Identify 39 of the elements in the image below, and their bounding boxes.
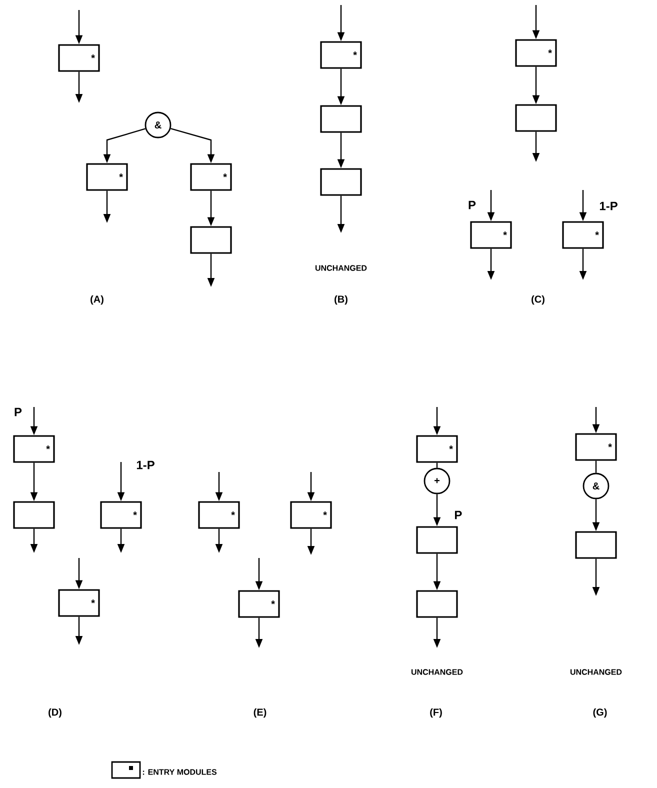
edge-label: P (455, 510, 462, 520)
entry-module-box: * (470, 221, 512, 249)
entry-module-box: * (100, 501, 142, 529)
module-box (416, 590, 458, 618)
panel-label: (G) (593, 708, 607, 718)
legend-text: : ENTRY MODULES (142, 769, 217, 775)
panel-label: (D) (48, 708, 62, 718)
edge-label: P (468, 200, 476, 210)
entry-module-box: * (575, 433, 617, 461)
entry-module-box: * (290, 501, 332, 529)
module-box (416, 526, 458, 554)
module-box (320, 168, 362, 196)
caption-text: UNCHANGED (412, 669, 463, 675)
module-box (515, 104, 557, 132)
entry-module-box: * (562, 221, 604, 249)
module-box (13, 501, 55, 529)
module-box (575, 531, 617, 559)
panel-label: (A) (90, 295, 104, 305)
entry-module-box: * (13, 435, 55, 463)
entry-module-box: * (58, 44, 100, 72)
entry-module-box: * (238, 590, 280, 618)
entry-module-box: * (416, 435, 458, 463)
entry-module-box: * (320, 41, 362, 69)
panel-label: (F) (430, 708, 442, 718)
entry-module-box: * (190, 163, 232, 191)
entry-module-box: * (86, 163, 128, 191)
module-box (190, 226, 232, 254)
module-box (320, 105, 362, 133)
edge-label: 1-P (136, 460, 154, 470)
edge-label: P (14, 408, 22, 416)
edge-label: 1-P (600, 202, 618, 210)
panel-label: (C) (532, 295, 544, 305)
panel-label: (E) (254, 708, 266, 718)
entry-module-box: * (58, 589, 100, 617)
entry-module-box: * (198, 501, 240, 529)
entry-module-box: * (515, 39, 557, 67)
caption-text: UNCHANGED (570, 669, 622, 675)
caption-text: UNCHANGED (316, 265, 367, 271)
panel-label: (B) (334, 295, 348, 305)
